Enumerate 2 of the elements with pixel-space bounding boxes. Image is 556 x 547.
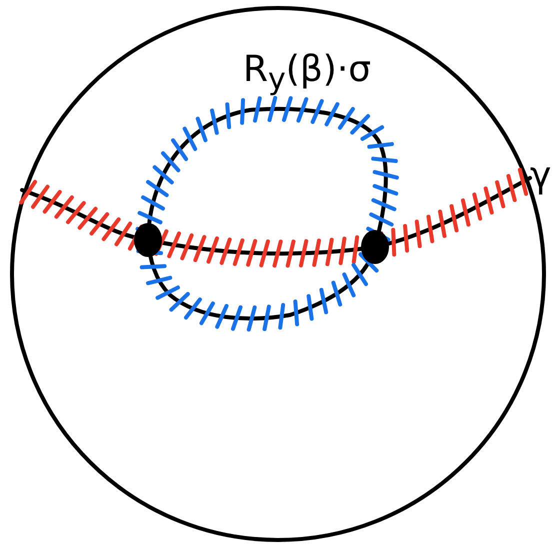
rotation-label: R$_{y}$(β)·σ xyxy=(243,52,372,96)
curve-label: γ xyxy=(530,158,552,194)
